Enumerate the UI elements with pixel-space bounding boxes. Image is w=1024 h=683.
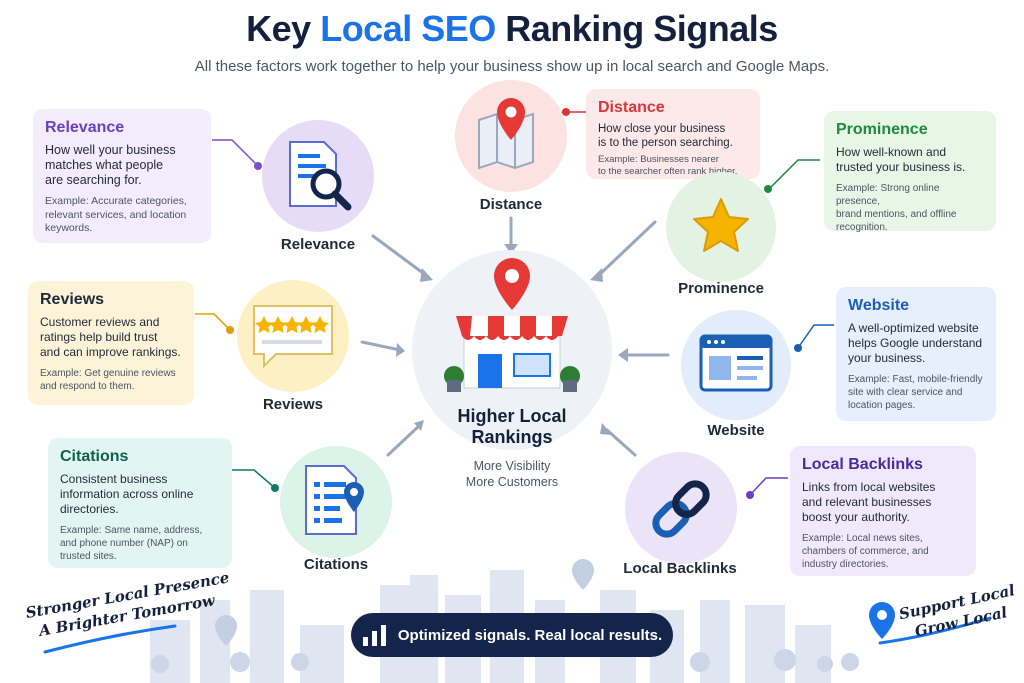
map-pin-icon — [478, 98, 534, 170]
desc-line: Links from local websites — [802, 480, 936, 494]
example-line: Example: Same name, address, — [60, 525, 203, 536]
prominence-card-title: Prominence — [836, 121, 928, 138]
reviews-card-title: Reviews — [40, 291, 105, 308]
desc-line: ratings help build trust — [40, 330, 158, 344]
page-subtitle: All these factors work together to help … — [194, 58, 830, 75]
browser-window-icon — [699, 334, 773, 392]
distance-label: Distance — [479, 196, 543, 213]
reviews-example: Example: Get genuine reviews and respond … — [40, 367, 182, 393]
location-pin-icon — [869, 602, 895, 639]
desc-line: is to the person searching. — [598, 136, 733, 149]
example-line: brand mentions, and offline — [836, 209, 957, 220]
title-part: Key — [246, 8, 321, 49]
backlinks-label: Local Backlinks — [623, 560, 737, 577]
example-line: trusted sites. — [60, 551, 117, 562]
example-line: keywords. — [45, 222, 93, 234]
example-line: industry directories. — [802, 559, 889, 570]
example-line: Example: Fast, mobile-friendly — [848, 374, 983, 385]
document-search-icon — [289, 141, 352, 211]
center-sub-line: More Customers — [465, 475, 559, 489]
example-line: and phone number (NAP) on — [60, 538, 188, 549]
desc-line: Consistent business — [60, 472, 168, 486]
center-sub-line: More Visibility — [473, 459, 551, 473]
desc-line: your business. — [848, 351, 926, 365]
website-example: Example: Fast, mobile-friendly site with … — [848, 373, 984, 412]
website-label: Website — [707, 422, 765, 439]
prominence-example: Example: Strong online presence, brand me… — [836, 182, 984, 234]
example-line: recognition. — [836, 222, 888, 233]
review-stars-icon — [253, 305, 333, 369]
title-accent: Local SEO — [320, 8, 496, 49]
desc-line: How well-known and — [836, 145, 947, 159]
example-line: Example: Local news sites, — [802, 533, 923, 544]
backlinks-card: Local Backlinks Links from local website… — [790, 446, 976, 576]
page-title: Key Local SEO Ranking Signals — [0, 8, 1024, 50]
desc-line: How well your business — [45, 143, 176, 157]
desc-line: information across online — [60, 487, 194, 501]
star-icon — [693, 198, 749, 252]
citations-label: Citations — [303, 556, 369, 573]
example-line: relevant services, and location — [45, 208, 187, 221]
center-title-line: Rankings — [471, 427, 553, 447]
desc-line: Customer reviews and — [40, 315, 160, 329]
desc-line: and can improve rankings. — [40, 345, 181, 359]
example-line: site with clear service and — [848, 387, 963, 398]
example-line: location pages. — [848, 400, 916, 411]
reviews-label: Reviews — [262, 396, 324, 413]
distance-card-title: Distance — [598, 99, 665, 116]
directory-list-icon — [305, 465, 364, 535]
tagline-banner: Optimized signals. Real local results. — [351, 613, 673, 657]
desc-line: boost your authority. — [802, 510, 910, 524]
prominence-label: Prominence — [678, 280, 764, 297]
backlinks-example: Example: Local news sites, chambers of co… — [802, 532, 964, 571]
storefront-icon — [444, 258, 580, 392]
example-line: to the searcher often rank higher. — [598, 166, 738, 177]
example-line: Example: Strong online presence, — [836, 183, 940, 207]
chain-link-icon — [652, 480, 710, 538]
desc-line: directories. — [60, 502, 119, 516]
desc-line: matches what people — [45, 158, 164, 172]
citations-card-title: Citations — [60, 448, 129, 465]
backlinks-card-title: Local Backlinks — [802, 456, 923, 473]
title-part: Ranking Signals — [495, 8, 778, 49]
desc-line: trusted your business is. — [836, 160, 966, 174]
example-line: Example: Businesses nearer — [598, 154, 719, 165]
desc-line: and relevant businesses — [802, 495, 932, 509]
example-line: Example: Accurate categories, — [45, 195, 187, 207]
example-line: and respond to them. — [40, 381, 135, 392]
citations-example: Example: Same name, address, and phone nu… — [60, 524, 220, 563]
website-card-title: Website — [848, 297, 910, 314]
bar-chart-icon — [362, 625, 386, 646]
desc-line: are searching for. — [45, 173, 142, 187]
desc-line: helps Google understand — [848, 336, 983, 350]
desc-line: A well-optimized website — [848, 321, 979, 335]
example-line: chambers of commerce, and — [802, 546, 929, 557]
relevance-example: Example: Accurate categories,relevant se… — [45, 195, 199, 236]
tagline-text: Optimized signals. Real local results. — [397, 626, 663, 644]
desc-line: How close your business — [598, 123, 726, 135]
relevance-label: Relevance — [280, 236, 356, 253]
example-line: Example: Get genuine reviews — [40, 368, 176, 379]
center-title-line: Higher Local — [457, 406, 567, 426]
relevance-card-title: Relevance — [45, 119, 125, 136]
